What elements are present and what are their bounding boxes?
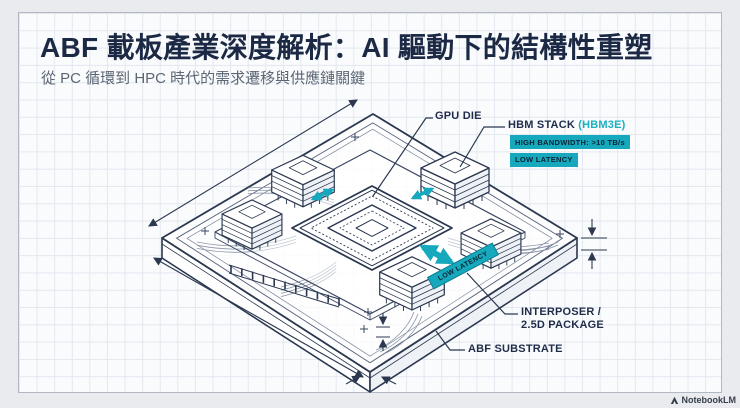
brand-name: NotebookLM	[681, 395, 737, 405]
hbm-stack-label-text: HBM STACK	[508, 119, 575, 131]
brand-footer: NotebookLM	[670, 394, 737, 406]
abf-substrate-label: ABF SUBSTRATE	[468, 343, 563, 355]
page-title: ABF 載板產業深度解析：AI 驅動下的結構性重塑	[40, 32, 653, 63]
gpu-die-label: GPU DIE	[435, 110, 482, 122]
page-subtitle: 從 PC 循環到 HPC 時代的需求遷移與供應鏈關鍵	[41, 70, 366, 87]
interposer-label-line2: 2.5D PACKAGE	[521, 319, 604, 331]
interposer-label-line1: INTERPOSER /	[521, 306, 602, 318]
hbm-variant-label: (HBM3E)	[578, 119, 626, 131]
bandwidth-arrow-icon	[410, 187, 435, 200]
dimension-lines	[148, 99, 607, 385]
bandwidth-arrow-icon	[419, 244, 455, 265]
hbm-badges: HIGH BANDWIDTH: >10 TB/s LOW LATENCY	[510, 135, 630, 170]
high-bandwidth-badge: HIGH BANDWIDTH: >10 TB/s	[510, 135, 630, 149]
notebooklm-logo-icon	[670, 396, 678, 404]
low-latency-badge: LOW LATENCY	[510, 152, 578, 167]
hbm-stack-label: HBM STACK (HBM3E)	[508, 119, 625, 132]
interposer-label: INTERPOSER / 2.5D PACKAGE	[521, 306, 604, 332]
callout-leader-lines	[372, 117, 518, 351]
